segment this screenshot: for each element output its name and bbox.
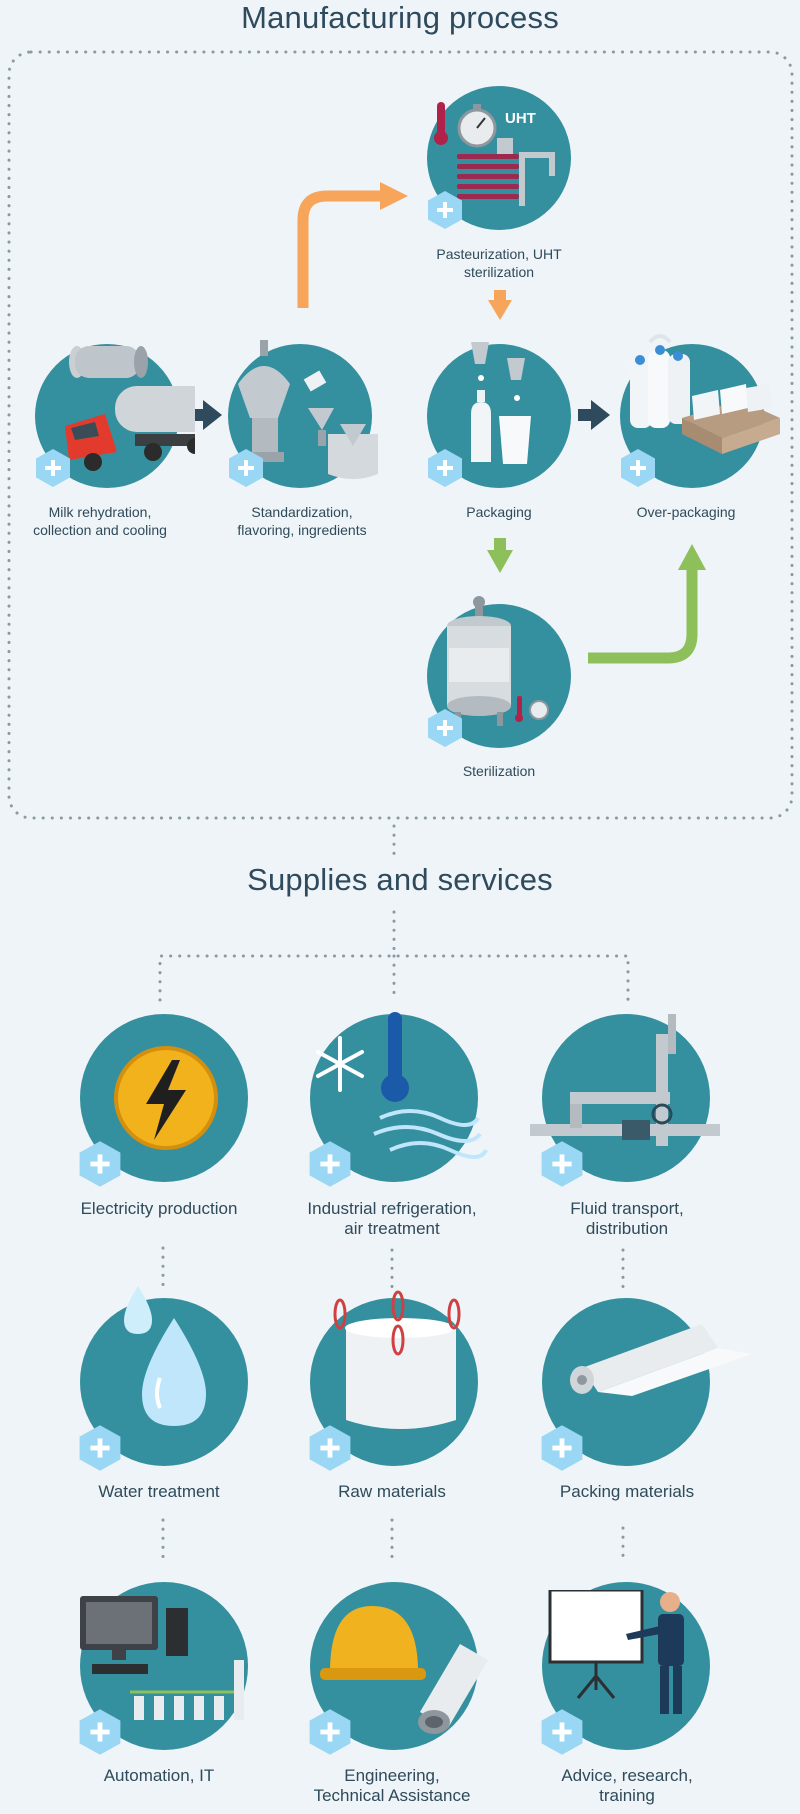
green-arrow-down-head [487, 550, 513, 573]
pipes-valve-icon [530, 1014, 720, 1146]
uht-badge: UHT [505, 110, 536, 127]
bottle-filling-icon [471, 342, 531, 464]
plus-hex-icon[interactable] [306, 1708, 354, 1756]
plus-hex-icon[interactable] [538, 1140, 586, 1188]
plus-hex-icon[interactable] [425, 708, 465, 748]
snowflake-thermometer-icon [316, 1012, 488, 1159]
label-packaging: Packaging [466, 504, 532, 520]
label-standardization: Standardization,flavoring, ingredients [237, 504, 367, 538]
green-arrow-down-stem [494, 538, 506, 552]
service-node-refrigeration[interactable] [309, 1012, 488, 1187]
milk-tanker-truck-icon [65, 346, 195, 471]
bottle-crate-icon [630, 334, 780, 454]
process-node-pasteurization[interactable]: UHT [427, 86, 577, 236]
label-refrigeration: Industrial refrigeration,air treatment [307, 1199, 477, 1238]
supplies-title: Supplies and services [247, 862, 553, 897]
water-drops-icon [124, 1286, 206, 1426]
label-milk: Milk rehydration,collection and cooling [33, 504, 167, 538]
dark-arrow-2-stem [578, 409, 592, 421]
green-arrow-up-head [678, 544, 706, 570]
plus-hex-icon[interactable] [76, 1708, 124, 1756]
label-fluid: Fluid transport,distribution [570, 1199, 684, 1238]
label-automation: Automation, IT [103, 1766, 215, 1785]
presenter-board-icon [548, 1590, 684, 1714]
hard-hat-pipe-icon [320, 1606, 488, 1734]
orange-arrow-head [380, 182, 408, 210]
service-node-packing[interactable] [541, 1298, 752, 1471]
dark-arrow-2-head [591, 400, 610, 430]
plus-hex-icon[interactable] [226, 448, 266, 488]
manufacturing-title: Manufacturing process [241, 0, 559, 35]
process-node-milk[interactable] [33, 344, 195, 494]
process-node-sterilization[interactable] [425, 596, 577, 754]
label-packing: Packing materials [559, 1482, 695, 1501]
plus-hex-icon[interactable] [538, 1424, 586, 1472]
process-node-packaging[interactable] [425, 342, 577, 494]
orange-arrow-up [297, 190, 385, 308]
film-roll-icon [570, 1324, 752, 1396]
label-sterilization: Sterilization [462, 763, 536, 779]
autoclave-icon [447, 596, 549, 726]
service-node-automation[interactable] [79, 1582, 250, 1755]
label-engineering: Engineering,Technical Assistance [313, 1766, 471, 1805]
dark-arrow-1-head [203, 400, 222, 430]
plus-hex-icon[interactable] [33, 448, 73, 488]
uht-heat-exchanger-icon [434, 102, 555, 206]
centrifuge-mixer-icon [238, 340, 378, 479]
plus-hex-icon[interactable] [618, 448, 658, 488]
label-overpackaging: Over-packaging [636, 504, 736, 520]
service-node-water[interactable] [79, 1286, 250, 1471]
service-node-fluid[interactable] [530, 1014, 720, 1187]
plus-hex-icon[interactable] [538, 1708, 586, 1756]
service-node-raw[interactable] [309, 1290, 480, 1471]
green-arrow-up [588, 570, 698, 664]
service-node-advice[interactable] [541, 1582, 712, 1755]
orange-arrow-down-stem [494, 290, 506, 302]
plus-hex-icon[interactable] [425, 190, 465, 230]
process-node-overpackaging[interactable] [618, 334, 780, 494]
label-electricity: Electricity production [80, 1199, 238, 1218]
plus-hex-icon[interactable] [76, 1140, 124, 1188]
process-node-standardization[interactable] [226, 340, 378, 494]
plus-hex-icon[interactable] [306, 1140, 354, 1188]
plus-hex-icon[interactable] [76, 1424, 124, 1472]
plus-hex-icon[interactable] [425, 448, 465, 488]
computer-icon [80, 1596, 244, 1720]
orange-arrow-down-head [488, 300, 512, 320]
label-advice: Advice, research,training [561, 1766, 693, 1805]
lightning-bolt-icon [114, 1046, 218, 1150]
label-water: Water treatment [98, 1482, 220, 1501]
label-raw: Raw materials [338, 1482, 446, 1501]
service-node-engineering[interactable] [309, 1582, 488, 1755]
plus-hex-icon[interactable] [306, 1424, 354, 1472]
bulk-bag-icon [333, 1290, 461, 1429]
service-node-electricity[interactable] [79, 1014, 250, 1187]
